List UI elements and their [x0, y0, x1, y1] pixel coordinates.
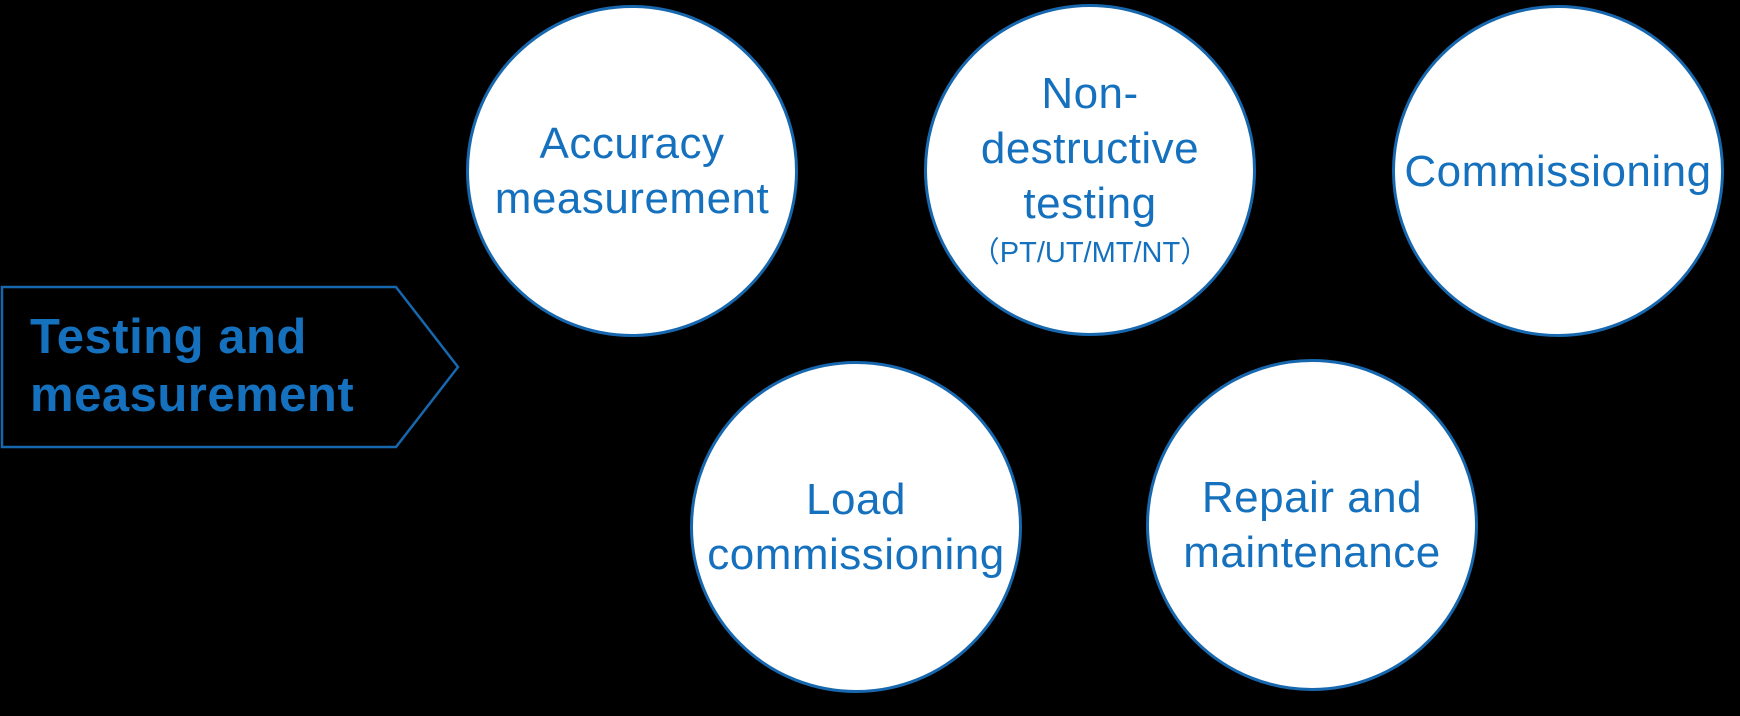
- service-circle-accuracy-measurement: Accuracy measurement: [466, 5, 798, 337]
- service-label-subline: （PT/UT/MT/NT）: [970, 236, 1210, 269]
- service-label-line: measurement: [494, 174, 770, 223]
- service-label-line: testing: [1023, 178, 1157, 228]
- category-label-line2: measurement: [30, 368, 355, 422]
- service-circle-repair-and-maintenance: Repair and maintenance: [1146, 359, 1478, 691]
- arrow-pentagon-outline: [0, 285, 460, 449]
- arrow-pentagon-shape: [0, 285, 460, 449]
- service-circle-non-destructive-testing: Non- destructive testing （PT/UT/MT/NT）: [924, 4, 1256, 336]
- service-label-line: Commissioning: [1404, 146, 1712, 196]
- service-label-line: maintenance: [1183, 528, 1441, 577]
- service-label-line: Accuracy: [539, 119, 725, 168]
- category-label-line1: Testing and: [30, 310, 307, 364]
- service-label-line: destructive: [980, 123, 1200, 173]
- service-circle-load-commissioning: Load commissioning: [690, 361, 1022, 693]
- service-label-line: Non-: [1041, 68, 1139, 118]
- service-label-line: Repair and: [1201, 473, 1423, 522]
- service-circle-commissioning: Commissioning: [1392, 5, 1724, 337]
- service-label-line: commissioning: [707, 530, 1005, 579]
- category-label: Testing and measurement: [30, 285, 400, 447]
- service-label-line: Load: [806, 475, 906, 524]
